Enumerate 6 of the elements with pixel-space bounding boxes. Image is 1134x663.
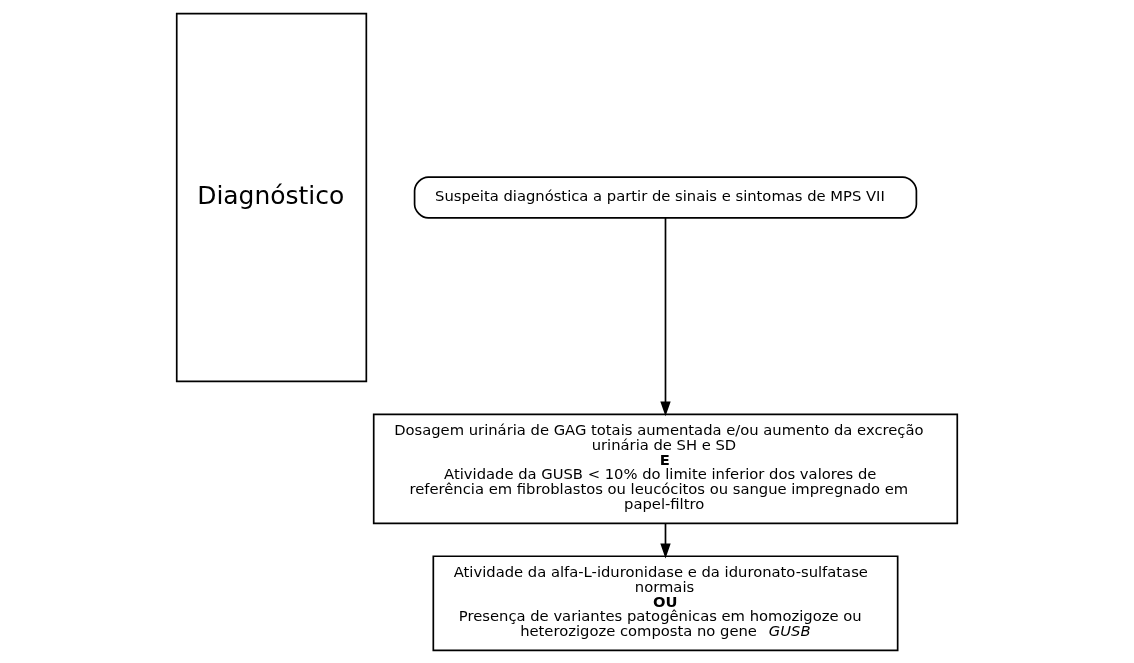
arrow — [660, 216, 671, 416]
node-box: Suspeita diagnóstica a partir de sinais e sintomas de MPS VII — [413, 175, 918, 219]
node-box: Atividade da alfa-L-iduronidase e da iduronato-sulfatase normais OU Presença de variantes patogênicas em homozigoze ou heterozigoze composta no gene GUSB — [432, 554, 899, 651]
node-box: Diagnóstico — [175, 12, 368, 382]
node-box: Dosagem urinária de GAG totais aumentada e/ou aumento da excreção urinária de SH e SD E Atividade da GUSB < 10% do limite inferior dos valores de referência em fibroblastos ou leucócitos ou sangue impregnado em papel-filtro — [372, 412, 959, 524]
arrow — [660, 522, 671, 558]
